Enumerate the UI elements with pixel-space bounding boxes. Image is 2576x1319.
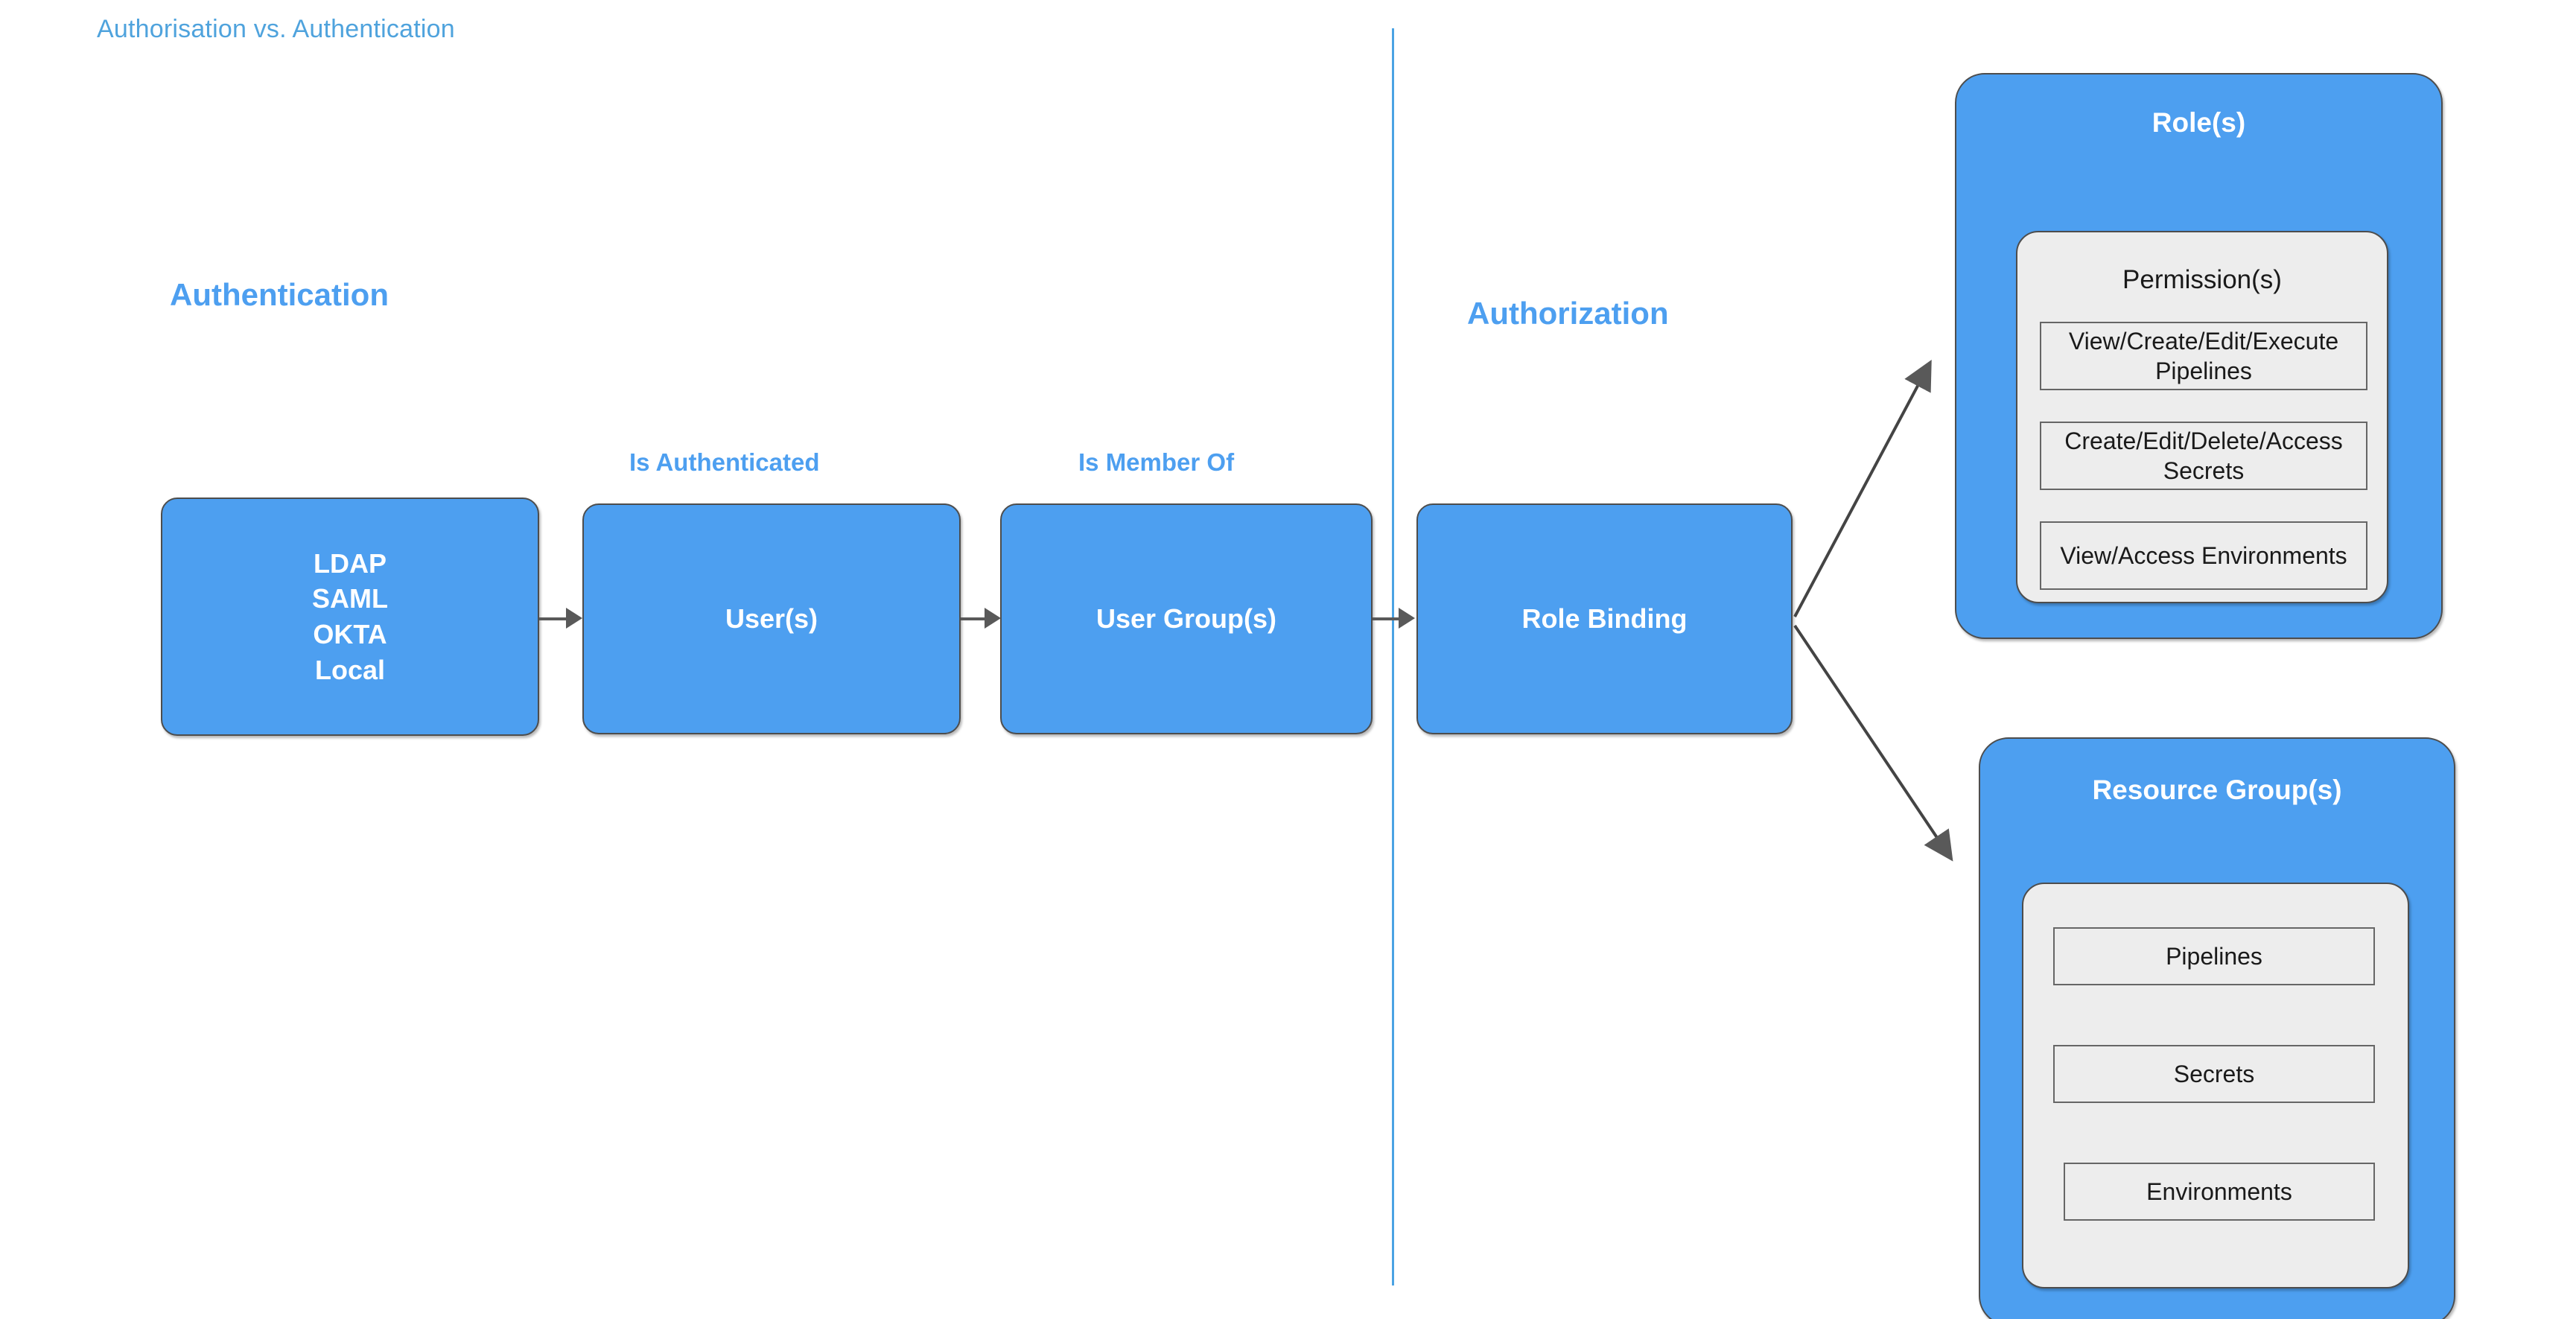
node-identity-providers[interactable]: LDAP SAML OKTA Local — [161, 498, 539, 736]
section-heading-authentication: Authentication — [170, 277, 389, 312]
edge-label-is-member-of: Is Member Of — [1078, 448, 1235, 476]
permission-item-label: Create/Edit/Delete/Access Secrets — [2064, 428, 2343, 484]
node-user-groups[interactable]: User Group(s) — [1000, 503, 1373, 734]
card-resource-groups-title: Resource Group(s) — [2092, 775, 2342, 805]
node-role-binding[interactable]: Role Binding — [1416, 503, 1793, 734]
card-resource-groups[interactable]: Resource Group(s) Pipelines Secrets Envi… — [1979, 737, 2455, 1319]
resource-item-label: Secrets — [2173, 1061, 2255, 1087]
panel-resources: Pipelines Secrets Environments — [2022, 883, 2409, 1288]
connector-rolebinding-to-resourcegroups — [1793, 624, 1953, 862]
resource-item-label: Pipelines — [2166, 943, 2262, 970]
permission-list: View/Create/Edit/Execute Pipelines Creat… — [2040, 322, 2367, 590]
card-roles[interactable]: Role(s) Permission(s) View/Create/Edit/E… — [1955, 73, 2443, 639]
resource-item[interactable]: Secrets — [2053, 1045, 2375, 1103]
panel-permissions-title: Permission(s) — [2122, 265, 2282, 294]
page-title: Authorisation vs. Authentication — [97, 15, 455, 43]
node-identity-providers-label: LDAP SAML OKTA Local — [312, 547, 388, 685]
arrowhead-icon-idp-to-users — [566, 608, 582, 629]
resource-item[interactable]: Environments — [2064, 1163, 2375, 1221]
node-user-groups-label: User Group(s) — [1095, 603, 1277, 635]
arrowhead-icon-users-to-usergroups — [985, 608, 1001, 629]
resource-item[interactable]: Pipelines — [2053, 927, 2375, 985]
permission-item[interactable]: View/Create/Edit/Execute Pipelines — [2040, 322, 2367, 390]
edge-label-is-authenticated: Is Authenticated — [629, 448, 820, 476]
resource-list: Pipelines Secrets Environments — [2053, 927, 2375, 1221]
panel-permissions: Permission(s) View/Create/Edit/Execute P… — [2016, 231, 2388, 603]
node-users-label: User(s) — [725, 603, 818, 635]
connector-usergroups-to-rolebinding — [1373, 617, 1402, 620]
section-divider — [1392, 28, 1394, 1285]
connector-users-to-usergroups — [961, 617, 989, 620]
permission-item-label: View/Create/Edit/Execute Pipelines — [2068, 328, 2339, 384]
arrowhead-icon-usergroups-to-rolebinding — [1399, 608, 1415, 629]
permission-item[interactable]: View/Access Environments — [2040, 521, 2367, 590]
node-role-binding-label: Role Binding — [1521, 603, 1688, 635]
permission-item-label: View/Access Environments — [2060, 542, 2347, 569]
resource-item-label: Environments — [2146, 1178, 2292, 1205]
node-users[interactable]: User(s) — [582, 503, 961, 734]
permission-item[interactable]: Create/Edit/Delete/Access Secrets — [2040, 422, 2367, 490]
card-roles-title: Role(s) — [2152, 107, 2246, 138]
connector-rolebinding-to-roles — [1793, 359, 1932, 617]
connector-idp-to-users — [539, 617, 569, 620]
section-heading-authorization: Authorization — [1467, 296, 1669, 331]
